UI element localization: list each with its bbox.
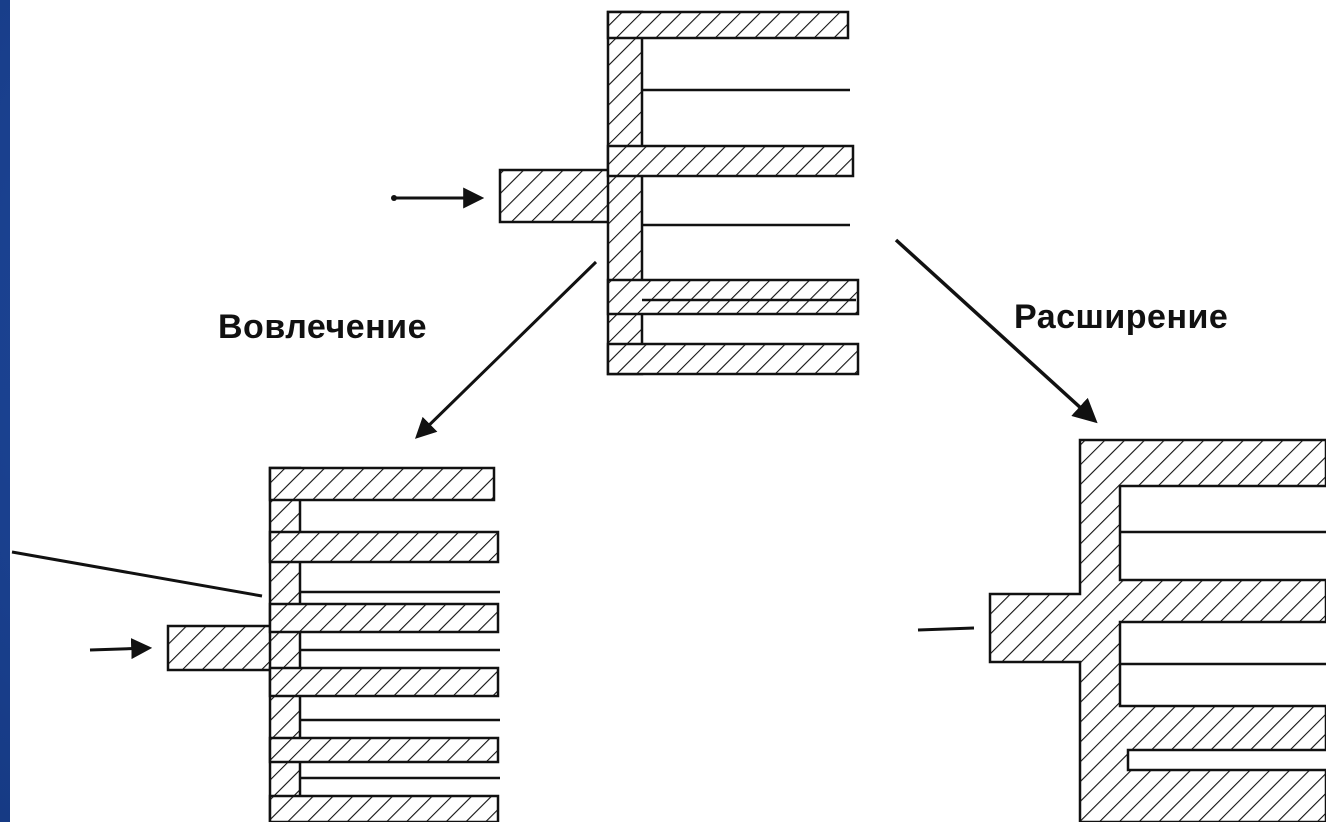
left-fin-3 bbox=[268, 602, 500, 634]
arrow-to-left bbox=[414, 260, 598, 439]
left-fin-1 bbox=[268, 466, 496, 502]
left-spine bbox=[268, 466, 302, 822]
top-fin-3 bbox=[606, 278, 860, 316]
right-thin-lines bbox=[1120, 530, 1326, 666]
top-structure bbox=[498, 10, 860, 376]
left-fin-6 bbox=[268, 794, 500, 822]
left-thin-lines bbox=[300, 590, 500, 780]
right-channel-3 bbox=[1126, 748, 1326, 772]
top-fin-4 bbox=[606, 342, 860, 376]
left-side-line bbox=[11, 550, 263, 598]
top-spine bbox=[606, 10, 644, 376]
left-fin-2 bbox=[268, 530, 500, 564]
left-input-arrow bbox=[89, 638, 153, 660]
top-input-arrow bbox=[391, 187, 485, 209]
left-structure bbox=[166, 466, 500, 822]
arrow-to-right bbox=[894, 238, 1098, 424]
top-fin-2 bbox=[606, 144, 855, 178]
label-involvement: Вовлечение bbox=[218, 308, 427, 346]
right-input-arrow bbox=[917, 626, 975, 632]
label-expansion: Расширение bbox=[1014, 298, 1229, 336]
left-fin-5 bbox=[268, 736, 500, 764]
top-thin-lines bbox=[642, 88, 856, 302]
left-fin-4 bbox=[268, 666, 500, 698]
top-stem bbox=[498, 168, 614, 224]
top-fin-1 bbox=[606, 10, 850, 40]
